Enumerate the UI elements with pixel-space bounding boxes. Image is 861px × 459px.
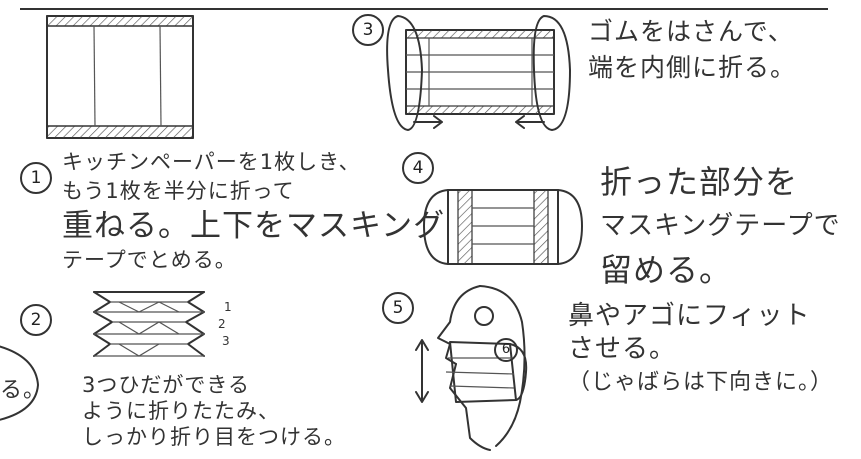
step2-pleat-illustration — [93, 291, 205, 357]
step-5-line-3: （じゃばらは下向きに。） — [568, 370, 834, 395]
step-5-line-2: させる。 — [568, 334, 677, 364]
top-border-line — [20, 8, 828, 10]
step-3-line-1: ゴムをはさんで、 — [588, 17, 794, 46]
step-4-line-3: 留める。 — [600, 251, 733, 289]
step-2-line-2: ように折りたたみ、 — [82, 399, 280, 423]
step-1-text: キッチンペーパーを1枚しき、 もう1枚を半分に折って 重ねる。上下をマスキング … — [62, 148, 445, 275]
step-1-line-2: もう1枚を半分に折って — [62, 179, 295, 203]
cutoff-fragment-text: る。 — [0, 378, 47, 403]
step-5-ear-badge: 6 — [494, 338, 518, 362]
step-3-number: 3 — [352, 14, 384, 46]
step-5-text: 鼻やアゴにフィット させる。 （じゃばらは下向きに。） — [568, 300, 833, 399]
step1-paper-illustration — [46, 15, 194, 139]
step-3-text: ゴムをはさんで、 端を内側に折る。 — [588, 14, 796, 86]
step-5-number: 5 — [382, 292, 414, 324]
step4-taped-mask-illustration — [423, 189, 583, 265]
step-2-mark-1: 1 — [224, 300, 233, 314]
step-4-line-1: 折った部分を — [600, 163, 799, 201]
step-5-line-1: 鼻やアゴにフィット — [568, 301, 811, 331]
step-4-line-2: マスキングテープで — [600, 211, 841, 241]
step5-face-with-mask-illustration — [415, 285, 528, 451]
step-2-number: 2 — [20, 304, 52, 336]
step-2-line-3: しっかり折り目をつける。 — [82, 425, 346, 449]
step-4-text: 折った部分を マスキングテープで 留める。 — [600, 160, 841, 292]
step-4-number: 4 — [402, 152, 434, 184]
step-1-line-3: 重ねる。上下をマスキング — [62, 208, 446, 244]
step-2-text: 3つひだができる ように折りたたみ、 しっかり折り目をつける。 — [82, 372, 346, 450]
step-1-line-1: キッチンペーパーを1枚しき、 — [62, 150, 361, 174]
step-2-line-1: 3つひだができる — [82, 373, 250, 397]
cutoff-speech-bubble — [0, 345, 39, 421]
step-2-mark-3: 3 — [222, 334, 231, 348]
step-2-mark-2: 2 — [218, 317, 227, 331]
step3-mask-with-elastic-illustration — [386, 15, 571, 131]
step-1-number: 1 — [20, 162, 52, 194]
step-3-line-2: 端を内側に折る。 — [588, 53, 797, 82]
step-1-line-4: テープでとめる。 — [62, 248, 237, 272]
